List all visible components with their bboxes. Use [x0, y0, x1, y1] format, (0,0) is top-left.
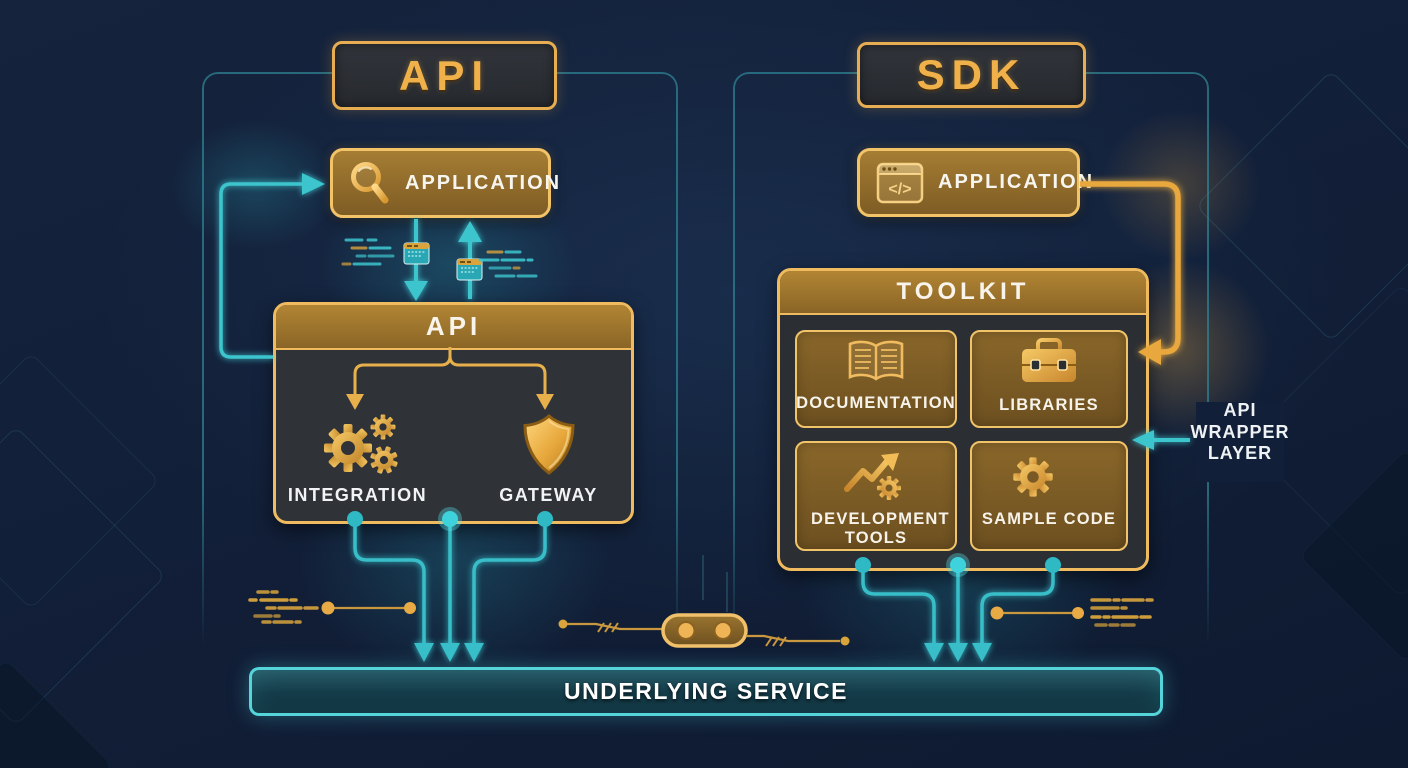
magnifier-icon [349, 160, 391, 206]
libraries-label: LIBRARIES [999, 396, 1099, 414]
application-label: APPLICATION [405, 171, 562, 194]
documentation-label: DOCUMENTATION [796, 394, 956, 412]
integration-label: INTEGRATION [287, 485, 428, 505]
toolkit-item-development-tools: DEVELOPMENT TOOLS [795, 441, 957, 551]
gears-icon [316, 410, 406, 483]
svg-text:</>: </> [888, 181, 911, 198]
application-label: APPLICATION [938, 171, 1095, 193]
api-title-box: API [332, 41, 557, 110]
api-box: API [273, 302, 634, 524]
api-box-header: API [276, 305, 631, 350]
underlying-service-bar: UNDERLYING SERVICE [249, 667, 1163, 716]
development-tools-label: DEVELOPMENT TOOLS [811, 510, 950, 547]
toolkit-item-libraries: LIBRARIES [970, 330, 1128, 428]
shield-icon [520, 413, 578, 482]
bg-diamond [1195, 70, 1408, 342]
gear-lines-icon [1013, 453, 1085, 506]
toolkit-item-sample-code: SAMPLE CODE [970, 441, 1128, 551]
toolkit-item-documentation: DOCUMENTATION [795, 330, 957, 428]
sdk-title-box: SDK [857, 42, 1086, 108]
underlying-service-label: UNDERLYING SERVICE [564, 678, 848, 704]
code-window-icon: </> [876, 161, 924, 205]
application-box-left: APPLICATION [330, 148, 559, 218]
book-icon [843, 339, 909, 390]
toolkit-header: TOOLKIT [780, 271, 1146, 315]
api-title: API [398, 51, 490, 99]
toolbox-icon [1018, 338, 1080, 391]
sdk-title: SDK [916, 51, 1027, 98]
application-box-right: </> APPLICATION [857, 148, 1092, 217]
gateway-label: GATEWAY [499, 485, 598, 505]
sample-code-label: SAMPLE CODE [981, 510, 1117, 528]
growth-chart-icon [841, 451, 911, 506]
toolkit-box: TOOLKIT DOCUMENTATION [777, 268, 1149, 571]
api-wrapper-layer-label: API WRAPPER LAYER [1190, 400, 1290, 463]
